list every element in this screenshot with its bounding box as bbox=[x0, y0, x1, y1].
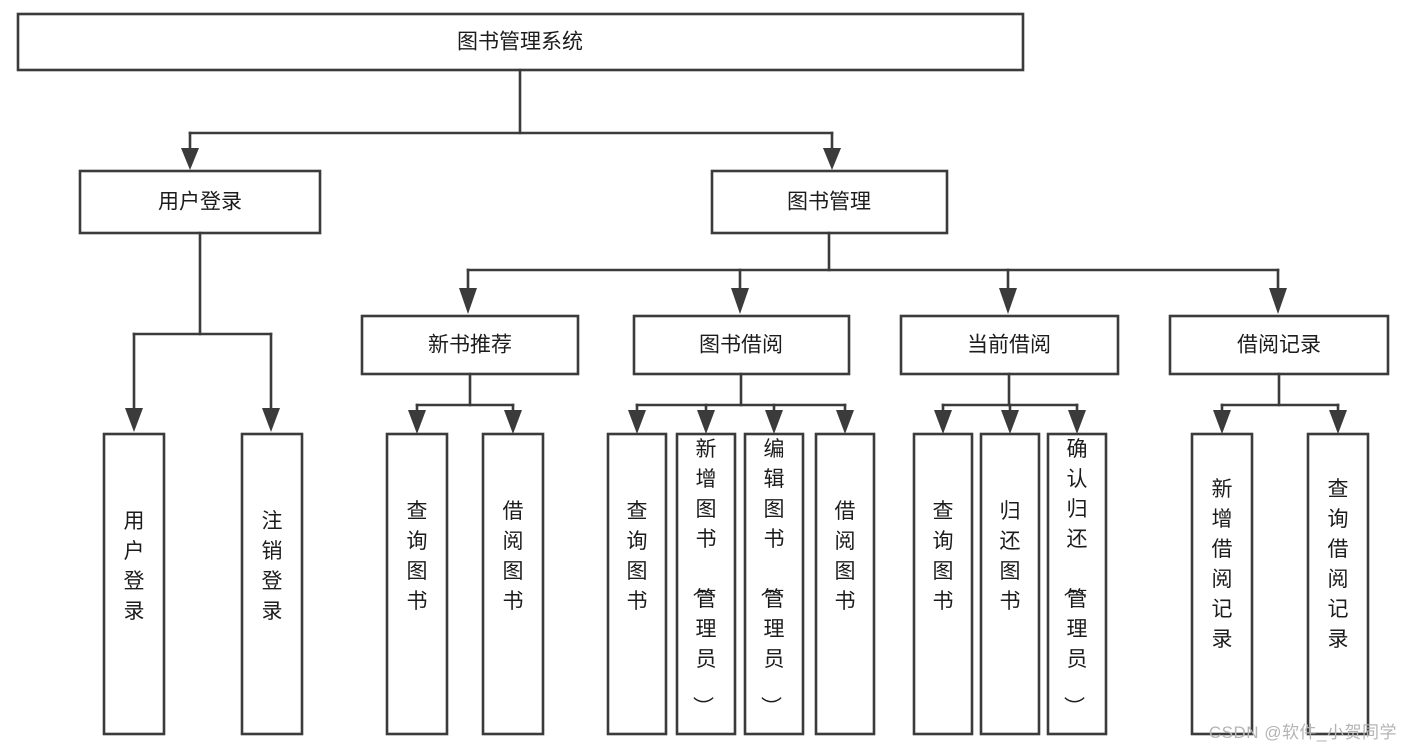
leaf-node-confirm-return[interactable]: 确认归还（管理员） bbox=[1046, 432, 1108, 736]
node-book-borrow[interactable]: 图书借阅 bbox=[632, 314, 851, 376]
leaf-node-add-borrow-record-label: 新增借阅记录 bbox=[1212, 478, 1233, 651]
node-root[interactable]: 图书管理系统 bbox=[16, 12, 1025, 72]
leaf-node-confirm-return-box[interactable] bbox=[1046, 432, 1108, 736]
leaf-node-return-book-label: 归还图书 bbox=[1000, 500, 1021, 613]
leaf-node-borrow-book[interactable]: 借阅图书 bbox=[814, 432, 876, 736]
arrow-head-icon bbox=[765, 410, 783, 434]
connector-root-to-level1 bbox=[181, 68, 841, 170]
arrow-head-icon bbox=[836, 410, 854, 434]
node-user-login-label: 用户登录 bbox=[158, 191, 242, 214]
arrow-head-icon bbox=[697, 410, 715, 434]
leaf-node-return-book[interactable]: 归还图书 bbox=[979, 432, 1041, 736]
node-new-book-recommend-box[interactable] bbox=[360, 314, 580, 376]
arrow-head-icon bbox=[1068, 410, 1086, 434]
leaf-node-query-book-new-box[interactable] bbox=[385, 432, 449, 736]
leaf-node-edit-book[interactable]: 编辑图书（管理员） bbox=[743, 432, 805, 736]
leaf-node-query-book-box[interactable] bbox=[606, 432, 668, 736]
node-book-management-box[interactable] bbox=[710, 169, 949, 235]
leaf-node-query-book-current-box[interactable] bbox=[912, 432, 974, 736]
node-new-book-recommend[interactable]: 新书推荐 bbox=[360, 314, 580, 376]
leaf-node-user-login[interactable]: 用户登录 bbox=[102, 432, 166, 736]
arrow-head-icon bbox=[1001, 410, 1019, 434]
connector-book-management-to-level2 bbox=[459, 231, 1287, 314]
leaf-node-logout[interactable]: 注销登录 bbox=[240, 432, 304, 736]
leaf-node-user-login-box[interactable] bbox=[102, 432, 166, 736]
leaf-node-confirm-return-label: 确认归还（管理员） bbox=[1062, 438, 1088, 717]
leaf-node-borrow-book-box[interactable] bbox=[814, 432, 876, 736]
arrow-head-icon bbox=[1329, 410, 1347, 434]
csdn-watermark: CSDN @软件_小贺同学 bbox=[1208, 723, 1397, 742]
leaf-node-add-book-box[interactable] bbox=[675, 432, 737, 736]
node-user-login[interactable]: 用户登录 bbox=[78, 169, 322, 235]
node-book-management-label: 图书管理 bbox=[787, 191, 871, 214]
arrow-head-icon bbox=[628, 410, 646, 434]
connector-new-book-to-leaves bbox=[408, 372, 522, 434]
connector-book-borrow-to-leaves bbox=[628, 372, 854, 434]
node-new-book-recommend-label: 新书推荐 bbox=[428, 334, 512, 357]
arrow-head-icon bbox=[731, 288, 749, 314]
leaf-node-borrow-book-label: 借阅图书 bbox=[835, 500, 856, 613]
node-current-borrow-label: 当前借阅 bbox=[967, 334, 1051, 357]
arrow-head-icon bbox=[934, 410, 952, 434]
node-book-borrow-label: 图书借阅 bbox=[699, 334, 783, 357]
leaf-node-user-login-label: 用户登录 bbox=[124, 510, 145, 623]
leaf-node-borrow-book-new[interactable]: 借阅图书 bbox=[481, 432, 545, 736]
leaf-node-query-book-current-label: 查询图书 bbox=[933, 500, 954, 613]
node-borrow-record-label: 借阅记录 bbox=[1237, 334, 1321, 357]
leaf-node-query-book-current[interactable]: 查询图书 bbox=[912, 432, 974, 736]
node-root-box[interactable] bbox=[16, 12, 1025, 72]
leaf-node-add-borrow-record[interactable]: 新增借阅记录 bbox=[1190, 432, 1254, 736]
node-book-management[interactable]: 图书管理 bbox=[710, 169, 949, 235]
arrow-head-icon bbox=[459, 288, 477, 314]
leaf-node-edit-book-label: 编辑图书（管理员） bbox=[759, 438, 785, 717]
leaf-node-query-borrow-record[interactable]: 查询借阅记录 bbox=[1306, 432, 1370, 736]
node-root-label: 图书管理系统 bbox=[457, 31, 583, 54]
connector-user-login-to-leaves bbox=[125, 231, 280, 432]
leaf-node-query-borrow-record-label: 查询借阅记录 bbox=[1328, 478, 1349, 651]
node-current-borrow-box[interactable] bbox=[899, 314, 1120, 376]
leaf-node-logout-box[interactable] bbox=[240, 432, 304, 736]
node-borrow-record-box[interactable] bbox=[1168, 314, 1390, 376]
leaf-node-logout-label: 注销登录 bbox=[262, 510, 283, 623]
leaf-node-add-book[interactable]: 新增图书（管理员） bbox=[675, 432, 737, 736]
leaf-node-borrow-book-new-label: 借阅图书 bbox=[503, 500, 524, 613]
connector-current-borrow-to-leaves bbox=[934, 372, 1086, 434]
arrow-head-icon bbox=[1213, 410, 1231, 434]
connector-borrow-record-to-leaves bbox=[1213, 372, 1347, 434]
leaf-node-borrow-book-new-box[interactable] bbox=[481, 432, 545, 736]
leaf-node-query-book-new-label: 查询图书 bbox=[407, 500, 428, 613]
node-current-borrow[interactable]: 当前借阅 bbox=[899, 314, 1120, 376]
leaf-node-query-borrow-record-box[interactable] bbox=[1306, 432, 1370, 736]
arrow-head-icon bbox=[1269, 288, 1287, 314]
arrow-head-icon bbox=[408, 410, 426, 434]
leaf-node-return-book-box[interactable] bbox=[979, 432, 1041, 736]
arrow-head-icon bbox=[823, 148, 841, 170]
leaf-node-query-book-new[interactable]: 查询图书 bbox=[385, 432, 449, 736]
leaf-node-edit-book-box[interactable] bbox=[743, 432, 805, 736]
leaf-node-query-book[interactable]: 查询图书 bbox=[606, 432, 668, 736]
node-borrow-record[interactable]: 借阅记录 bbox=[1168, 314, 1390, 376]
node-book-borrow-box[interactable] bbox=[632, 314, 851, 376]
leaf-node-query-book-label: 查询图书 bbox=[627, 500, 648, 613]
arrow-head-icon bbox=[504, 410, 522, 434]
leaf-node-add-book-label: 新增图书（管理员） bbox=[691, 438, 717, 717]
arrow-head-icon bbox=[181, 148, 199, 170]
arrow-head-icon bbox=[125, 408, 143, 432]
leaf-node-add-borrow-record-box[interactable] bbox=[1190, 432, 1254, 736]
arrow-head-icon bbox=[999, 288, 1017, 314]
arrow-head-icon bbox=[262, 408, 280, 432]
